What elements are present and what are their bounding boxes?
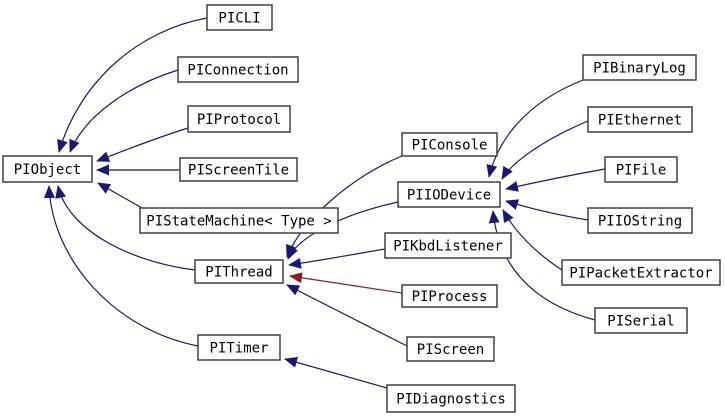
class-node-PIIODevice[interactable]: PIIODevice (397, 181, 501, 208)
class-node-PIDiagnostics[interactable]: PIDiagnostics (386, 384, 516, 413)
class-node-PIThread[interactable]: PIThread (194, 259, 284, 284)
class-node-box (587, 207, 693, 234)
class-node-label: PICLI (218, 11, 260, 27)
class-node-PIScreenTile[interactable]: PIScreenTile (179, 157, 298, 182)
edge-PIProcess-to-PIThread (289, 272, 403, 294)
edges-layer (44, 17, 606, 389)
class-node-box (582, 54, 697, 81)
edge-PIDiagnostics-to-PITimer (284, 356, 388, 389)
class-node-label: PIIODevice (407, 188, 491, 204)
class-node-PIEthernet[interactable]: PIEthernet (587, 106, 693, 133)
edge-PIFile-to-PIIODevice (505, 168, 606, 192)
class-node-PIKbdListener[interactable]: PIKbdListener (384, 232, 512, 259)
class-node-label: PIConsole (412, 138, 488, 154)
class-node-box (384, 232, 512, 259)
class-node-box (179, 157, 298, 182)
edge-PIScreen-to-PIThread (286, 284, 408, 347)
class-node-PIBinaryLog[interactable]: PIBinaryLog (582, 54, 697, 81)
edge-PITimer-to-PIObject (44, 185, 199, 347)
class-node-PIConnection[interactable]: PIConnection (177, 56, 299, 83)
class-node-box (401, 284, 498, 308)
edge-PIConnection-to-PIObject (69, 69, 179, 153)
class-node-PITimer[interactable]: PITimer (197, 334, 281, 361)
edge-PICLI-to-PIObject (57, 17, 208, 153)
edge-PIIOString-to-PIIODevice (505, 199, 589, 221)
class-node-box (206, 4, 273, 31)
class-node-label: PIFile (616, 163, 667, 179)
class-node-label: PIProcess (412, 289, 488, 305)
class-node-PIStateMachine[interactable]: PIStateMachine< Type > (139, 207, 339, 234)
edge-PIThread-to-PIObject (55, 185, 196, 271)
edge-PIBinaryLog-to-PIIODevice (486, 79, 584, 178)
class-node-PICLI[interactable]: PICLI (206, 4, 273, 31)
class-node-box (587, 106, 693, 133)
class-node-label: PIEthernet (598, 113, 682, 129)
edge-PIPacketExtractor-to-PIIODevice (502, 209, 563, 271)
class-node-PIPacketExtractor[interactable]: PIPacketExtractor (561, 259, 721, 286)
class-node-box (197, 334, 281, 361)
class-node-box (194, 259, 284, 284)
class-node-label: PIObject (14, 162, 81, 178)
edge-PIConsole-to-PIThread (286, 155, 403, 258)
edge-PIProtocol-to-PIObject (96, 127, 189, 162)
class-node-box (594, 307, 688, 334)
class-node-label: PIThread (205, 265, 272, 281)
class-node-box (187, 105, 291, 133)
class-node-PIIOString[interactable]: PIIOString (587, 207, 693, 234)
class-node-label: PIStateMachine< Type > (146, 214, 331, 230)
class-node-label: PIPacketExtractor (569, 266, 712, 282)
class-node-box (139, 207, 339, 234)
class-node-box (401, 132, 498, 157)
class-node-PIProtocol[interactable]: PIProtocol (187, 105, 291, 133)
class-node-label: PIBinaryLog (593, 61, 686, 77)
class-node-PIObject[interactable]: PIObject (2, 155, 93, 183)
class-node-PIProcess[interactable]: PIProcess (401, 284, 498, 308)
class-node-label: PIConnection (187, 63, 288, 79)
class-node-PISerial[interactable]: PISerial (594, 307, 688, 334)
nodes-layer: PIObject PICLI PIConnectionPIProtocolPIScr… (2, 4, 721, 413)
class-node-label: PIDiagnostics (396, 392, 506, 408)
edge-PIEthernet-to-PIIODevice (501, 120, 589, 180)
class-node-box (2, 155, 93, 183)
class-node-label: PIScreenTile (188, 163, 289, 179)
class-node-label: PIKbdListener (393, 239, 503, 255)
edge-PISerial-to-PIIODevice (488, 210, 596, 321)
class-node-label: PIScreen (417, 342, 484, 358)
class-node-PIScreen[interactable]: PIScreen (406, 336, 495, 362)
edge-PIKbdListener-to-PIThread (288, 248, 386, 269)
class-node-PIFile[interactable]: PIFile (604, 156, 678, 183)
class-node-box (386, 384, 516, 413)
class-node-box (561, 259, 721, 286)
class-node-label: PISerial (607, 314, 674, 330)
class-node-box (397, 181, 501, 208)
class-node-box (406, 336, 495, 362)
class-node-box (177, 56, 299, 83)
class-node-label: PIIOString (598, 214, 682, 230)
edge-PIStateMachine-to-PIObject (97, 182, 143, 209)
class-node-label: PITimer (209, 341, 268, 357)
class-node-label: PIProtocol (197, 112, 281, 128)
class-node-PIConsole[interactable]: PIConsole (401, 132, 498, 157)
class-node-box (604, 156, 678, 183)
